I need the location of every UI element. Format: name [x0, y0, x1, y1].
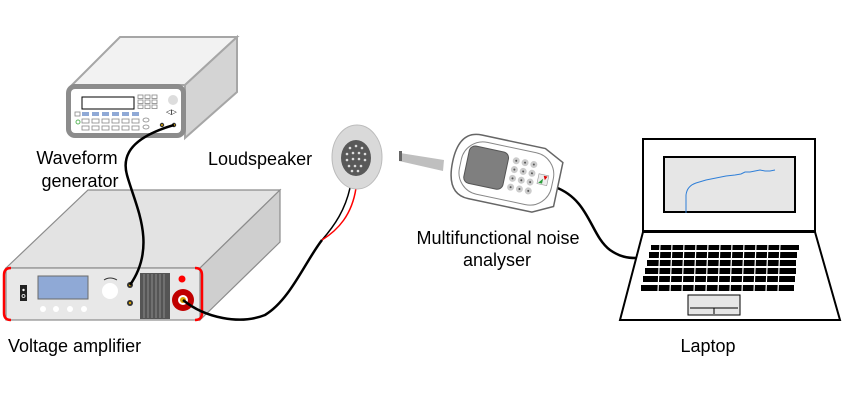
label-noise-analyser-line2: analyser: [463, 250, 531, 270]
label-waveform-generator-line2: generator: [41, 171, 118, 191]
label-waveform-generator-line1: Waveform: [36, 148, 117, 168]
label-laptop: Laptop: [680, 336, 735, 356]
voltage-amplifier: [2, 188, 282, 322]
cable-generator-to-amplifier: [124, 123, 175, 286]
loudspeaker: [331, 124, 383, 190]
waveform-generator: ◁▷: [66, 34, 240, 141]
label-voltage-amplifier: Voltage amplifier: [8, 336, 141, 356]
cable-analyser-to-laptop: [554, 185, 637, 260]
cable-amplifier-to-loudspeaker: [182, 239, 323, 321]
label-noise-analyser-line1: Multifunctional noise: [416, 228, 579, 248]
laptop-plot-line: [685, 169, 776, 213]
laptop: [618, 138, 842, 321]
noise-analyser: [399, 133, 564, 213]
label-loudspeaker: Loudspeaker: [208, 149, 312, 169]
svg-text:◁▷: ◁▷: [166, 108, 177, 116]
